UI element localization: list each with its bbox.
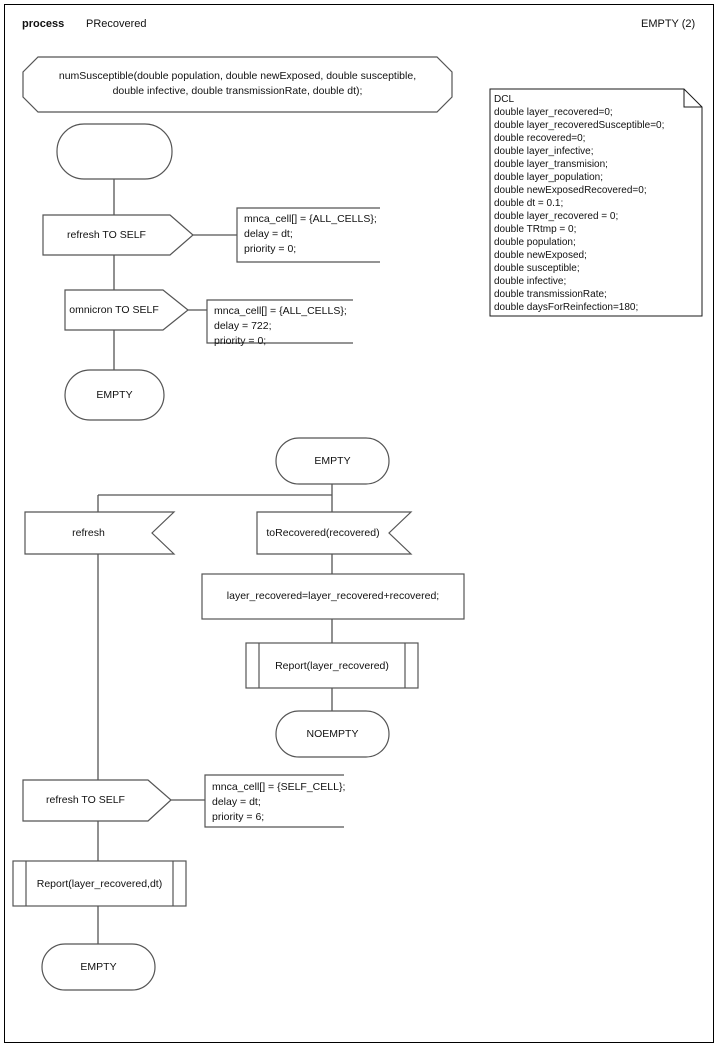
call-label-report-2: Report(layer_recovered,dt) bbox=[36, 878, 163, 890]
dcl-line-5: double layer_population; bbox=[494, 172, 603, 183]
comment-1-line1: mnca_cell[] = {ALL_CELLS}; bbox=[244, 213, 377, 225]
dcl-note-fold-icon bbox=[683, 89, 702, 108]
dcl-line-8: double layer_recovered = 0; bbox=[494, 211, 619, 222]
comment-box-3 bbox=[204, 774, 344, 828]
comment-2-line2: delay = 722; bbox=[214, 320, 272, 332]
dcl-note-symbol bbox=[489, 88, 703, 317]
input-label-torecovered: toRecovered(recovered) bbox=[266, 527, 380, 539]
task-symbol-assign bbox=[201, 573, 465, 620]
dcl-line-2: double recovered=0; bbox=[494, 133, 586, 144]
task-label-assign: layer_recovered=layer_recovered+recovere… bbox=[226, 590, 440, 602]
input-symbol-torecovered bbox=[256, 511, 413, 555]
dcl-line-11: double newExposed; bbox=[494, 250, 587, 261]
state-label-noempty: NOEMPTY bbox=[306, 728, 359, 740]
dcl-line-14: double transmissionRate; bbox=[494, 289, 607, 300]
input-symbol-refresh bbox=[24, 511, 176, 555]
procedure-signature-line2: double infective, double transmissionRat… bbox=[112, 85, 363, 97]
procedure-call-symbol-report-2 bbox=[12, 860, 187, 907]
comment-3-line2: delay = dt; bbox=[212, 796, 261, 808]
state-symbol-empty-3 bbox=[41, 943, 156, 991]
state-symbol-noempty bbox=[275, 710, 390, 758]
comment-3-line3: priority = 6; bbox=[212, 811, 265, 823]
comment-1-line3: priority = 0; bbox=[244, 243, 297, 255]
comment-box-2 bbox=[206, 299, 353, 344]
dcl-line-9: double TRtmp = 0; bbox=[494, 224, 577, 235]
comment-box-1 bbox=[236, 207, 380, 263]
dcl-line-0: double layer_recovered=0; bbox=[494, 107, 613, 118]
comment-2-line1: mnca_cell[] = {ALL_CELLS}; bbox=[214, 305, 347, 317]
procedure-signature-symbol bbox=[22, 56, 453, 113]
dcl-line-3: double layer_infective; bbox=[494, 146, 594, 157]
comment-2-line3: priority = 0; bbox=[214, 335, 267, 347]
call-label-report-1: Report(layer_recovered) bbox=[275, 660, 389, 672]
dcl-line-6: double newExposedRecovered=0; bbox=[494, 185, 647, 196]
output-symbol-omnicron-to-self bbox=[64, 289, 189, 331]
dcl-line-10: double population; bbox=[494, 237, 576, 248]
state-label-empty-2: EMPTY bbox=[314, 455, 351, 467]
dcl-line-15: double daysForReinfection=180; bbox=[494, 302, 639, 313]
dcl-line-13: double infective; bbox=[494, 276, 567, 287]
output-label-omnicron-to-self: omnicron TO SELF bbox=[69, 304, 159, 316]
state-symbol-empty-1 bbox=[64, 369, 165, 421]
dcl-line-4: double layer_transmision; bbox=[494, 159, 608, 170]
procedure-signature-line1: numSusceptible(double population, double… bbox=[58, 70, 417, 82]
process-keyword-label: process bbox=[22, 18, 65, 30]
output-label-refresh-to-self-2: refresh TO SELF bbox=[46, 794, 125, 806]
input-label-refresh: refresh bbox=[72, 527, 105, 539]
dcl-line-7: double dt = 0.1; bbox=[494, 198, 564, 209]
page-counter-label: EMPTY (2) bbox=[641, 18, 696, 30]
state-label-empty-1: EMPTY bbox=[96, 389, 133, 401]
comment-1-line2: delay = dt; bbox=[244, 228, 293, 240]
output-label-refresh-to-self-1: refresh TO SELF bbox=[67, 229, 146, 241]
comment-3-line1: mnca_cell[] = {SELF_CELL}; bbox=[212, 781, 346, 793]
process-name-label: PRecovered bbox=[86, 18, 147, 30]
page-frame bbox=[4, 4, 714, 1043]
output-symbol-refresh-to-self-2 bbox=[22, 779, 172, 822]
state-label-empty-3: EMPTY bbox=[80, 961, 117, 973]
dcl-line-1: double layer_recoveredSusceptible=0; bbox=[494, 120, 665, 131]
output-symbol-refresh-to-self-1 bbox=[42, 214, 194, 256]
dcl-title: DCL bbox=[494, 94, 515, 105]
dcl-line-12: double susceptible; bbox=[494, 263, 580, 274]
